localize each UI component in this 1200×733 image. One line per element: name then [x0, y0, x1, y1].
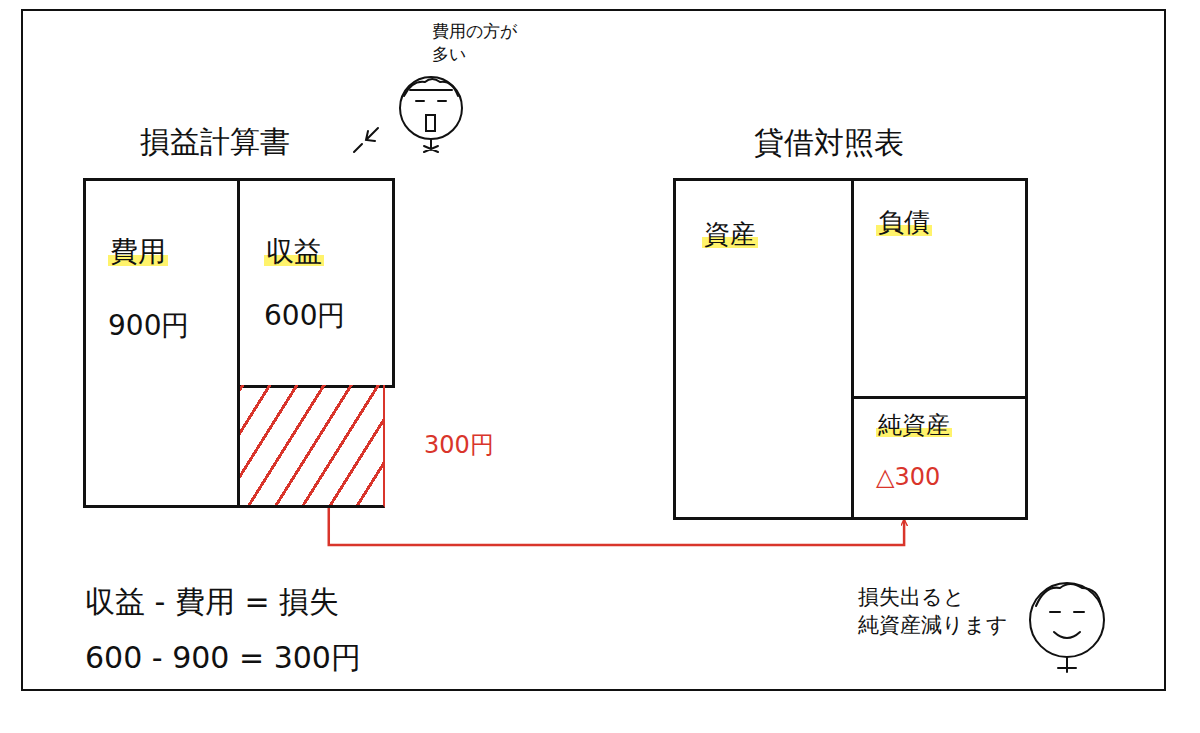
box-heading: 収益 — [264, 233, 368, 271]
box-heading: 資産 — [702, 217, 825, 252]
box-value: 900円 — [108, 307, 215, 345]
smiling-face — [1030, 583, 1104, 672]
expense-box: 費用 900円 — [83, 178, 240, 508]
statement-title: 損益計算書 — [140, 122, 290, 163]
speech-note: 損失出ると 純資産減ります — [858, 583, 1013, 640]
liabilities-box: 負債 — [851, 178, 1028, 399]
revenue-box: 収益 600円 — [237, 178, 395, 388]
net-assets-box: 純資産 △300 — [851, 396, 1028, 520]
box-heading: 負債 — [876, 205, 1003, 240]
formula-text: 600 - 900 = 300円 — [85, 638, 361, 679]
box-heading: 300円 — [421, 429, 497, 461]
assets-box: 資産 — [673, 178, 854, 520]
box-value: △300 — [876, 463, 1003, 491]
worried-face — [354, 77, 462, 152]
formula-text: 収益 - 費用 = 損失 — [85, 582, 339, 623]
balance-sheet-frame: 貸借対照表資産負債純資産△300 — [673, 178, 1028, 520]
box-heading: 純資産 — [876, 409, 1003, 441]
flow-arrow — [329, 508, 904, 545]
box-heading: 費用 — [108, 233, 215, 271]
box-heading: 貸借対照表 — [754, 123, 904, 164]
box-value: 600円 — [264, 297, 368, 335]
speech-note: 費用の方が 多い — [432, 20, 527, 66]
outer-frame — [22, 10, 1165, 690]
loss-hatched-box: 300円 — [237, 385, 385, 508]
